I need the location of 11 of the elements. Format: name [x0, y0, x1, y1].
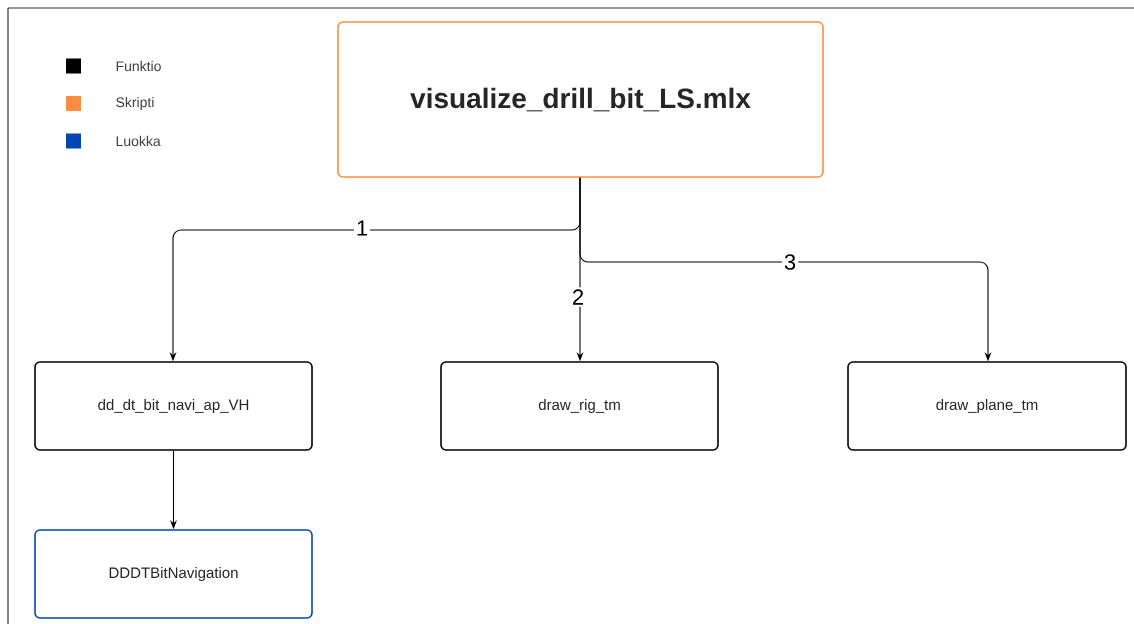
edge-label: 1: [353, 218, 371, 238]
legend-label: Luokka: [116, 135, 161, 147]
edge-label: 3: [781, 252, 799, 272]
edge-label: 2: [569, 287, 587, 307]
process-box: DDDTBitNavigation: [34, 529, 313, 619]
process-box: draw_plane_tm: [847, 361, 1127, 451]
process-box: draw_rig_tm: [440, 361, 719, 451]
legend-label: Funktio: [116, 60, 161, 72]
legend-label: Skripti: [116, 96, 154, 110]
script-box: visualize_drill_bit_LS.mlx: [337, 21, 824, 178]
process-box: dd_dt_bit_navi_ap_VH: [34, 361, 313, 451]
